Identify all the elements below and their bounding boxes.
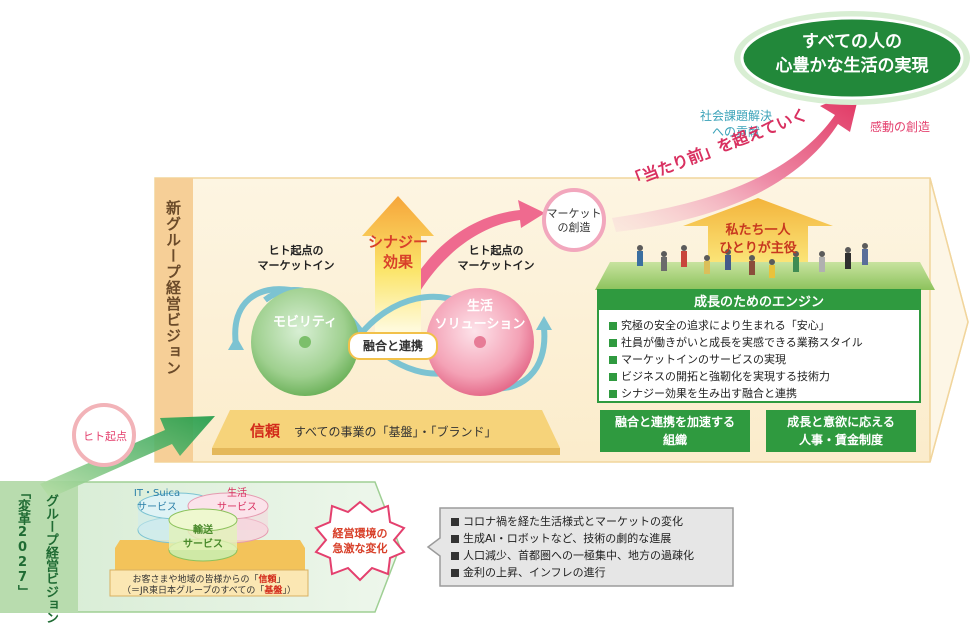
protagonist-line-2: ひとりが主役: [719, 241, 797, 256]
market-in-left-line-1: ヒト起点の: [268, 244, 324, 257]
service-it-suica: IT・Suica サービス: [122, 487, 192, 515]
engine-item: シナジー効果を生み出す融合と連携: [608, 385, 918, 402]
new-vision-title: 新グループ経営ビジョン: [164, 200, 182, 376]
foundation-trust-highlight: 信頼: [258, 575, 277, 585]
engine-box-hr-line-2: 人事・賃金制度: [798, 433, 883, 447]
service-life-line-2: サービス: [217, 502, 257, 513]
market-creation-line-1: マーケット: [546, 207, 602, 220]
change-item: 人口減少、首都圏への一極集中、地方の過疎化: [450, 547, 730, 564]
people-figures: [637, 243, 868, 278]
foundation-base-highlight: 基盤: [264, 586, 283, 596]
market-creation-label: マーケット の創造: [544, 207, 604, 235]
market-in-right: ヒト起点の マーケットイン: [446, 243, 546, 273]
service-it-suica-line-1: IT・Suica: [133, 488, 181, 499]
trust-foundation: 信頼 すべての事業の「基盤」・「ブランド」: [250, 420, 550, 441]
engine-item: ビジネスの開拓と強靭化を実現する技術力: [608, 368, 918, 385]
engine-item: 究極の安全の追求により生まれる「安心」: [608, 317, 918, 334]
social-issues-caption-line-1: 社会課題解決: [699, 109, 772, 123]
mobility-label: モビリティ: [272, 315, 338, 330]
foundation-caption: お客さまや地域の皆様からの「信頼」 （＝JR東日本グループのすべての「基盤」）: [110, 575, 308, 597]
trust-description: すべての事業の「基盤」・「ブランド」: [293, 425, 497, 439]
service-life: 生活 サービス: [212, 487, 262, 515]
synergy-label: シナジー 効果: [354, 232, 442, 272]
service-transport: 輸送 サービス: [178, 524, 228, 552]
foundation-caption-line-2: （＝JR東日本グループのすべての「基盤」）: [110, 586, 308, 597]
change-item: コロナ禍を経た生活様式とマーケットの変化: [450, 513, 730, 530]
people-origin-label: ヒト起点: [83, 430, 127, 443]
foundation-line-2-post: 」）: [282, 586, 296, 596]
engine-box-organization-line-1: 融合と連携を加速する: [614, 415, 735, 429]
life-solution-line-2: ソリューション: [434, 317, 526, 332]
env-change-line-1: 経営環境の: [332, 527, 388, 540]
market-in-left-line-2: マーケットイン: [257, 259, 335, 272]
engine-box-organization-line-2: 組織: [662, 433, 687, 447]
service-transport-line-2: サービス: [183, 539, 223, 550]
engine-item: 社員が働きがいと成長を実感できる業務スタイル: [608, 334, 918, 351]
engine-box-hr-line-1: 成長と意欲に応える: [787, 415, 895, 429]
emotion-caption: 感動の創造: [870, 120, 931, 134]
social-issues-caption-line-2: への貢献: [711, 125, 760, 139]
foundation-caption-line-1: お客さまや地域の皆様からの「信頼」: [110, 575, 308, 586]
goal-line-1: すべての人の: [801, 32, 903, 52]
changes-list: コロナ禍を経た生活様式とマーケットの変化 生成AI・ロボットなど、技術の劇的な進…: [450, 513, 730, 581]
protagonist-label: 私たち一人 ひとりが主役: [700, 222, 816, 258]
service-it-suica-line-2: サービス: [137, 502, 177, 513]
env-change-burst: 経営環境の 急激な変化: [318, 526, 402, 556]
social-issues-caption: 社会課題解決 への貢献: [686, 108, 786, 140]
service-life-line-1: 生活: [227, 488, 247, 499]
old-vision-title: グループ経営ビジョン: [43, 494, 58, 624]
synergy-line-1: シナジー: [367, 233, 428, 251]
life-solution-label: 生活 ソリューション: [428, 298, 532, 334]
foundation-line-2-pre: （＝JR東日本グループのすべての「: [122, 586, 265, 596]
market-creation-line-2: の創造: [557, 221, 591, 234]
change-item: 生成AI・ロボットなど、技術の劇的な進展: [450, 530, 730, 547]
trust-label: 信頼: [250, 422, 281, 440]
engine-box-organization: 融合と連携を加速する 組織: [600, 410, 750, 452]
market-in-right-line-2: マーケットイン: [457, 259, 535, 272]
engine-box-hr: 成長と意欲に応える 人事・賃金制度: [766, 410, 916, 452]
old-vision-subtitle: 「変革2027」: [15, 486, 30, 598]
market-in-right-line-1: ヒト起点の: [468, 244, 524, 257]
change-item: 金利の上昇、インフレの進行: [450, 564, 730, 581]
engine-item: マーケットインのサービスの実現: [608, 351, 918, 368]
goal-badge: すべての人の 心豊かな生活の実現: [742, 30, 962, 78]
foundation-line-1-post: 」: [276, 575, 286, 585]
fusion-badge: 融合と連携: [348, 332, 438, 360]
life-solution-line-1: 生活: [466, 299, 493, 314]
engine-title: 成長のためのエンジン: [693, 295, 824, 310]
synergy-line-2: 効果: [382, 253, 413, 271]
service-transport-line-1: 輸送: [193, 525, 213, 536]
protagonist-line-1: 私たち一人: [725, 223, 791, 238]
foundation-line-1-pre: お客さまや地域の皆様からの「: [132, 575, 259, 585]
engine-list: 究極の安全の追求により生まれる「安心」 社員が働きがいと成長を実感できる業務スタ…: [608, 317, 918, 402]
market-in-left: ヒト起点の マーケットイン: [246, 243, 346, 273]
goal-line-2: 心豊かな生活の実現: [775, 56, 929, 76]
env-change-line-2: 急激な変化: [332, 542, 388, 555]
